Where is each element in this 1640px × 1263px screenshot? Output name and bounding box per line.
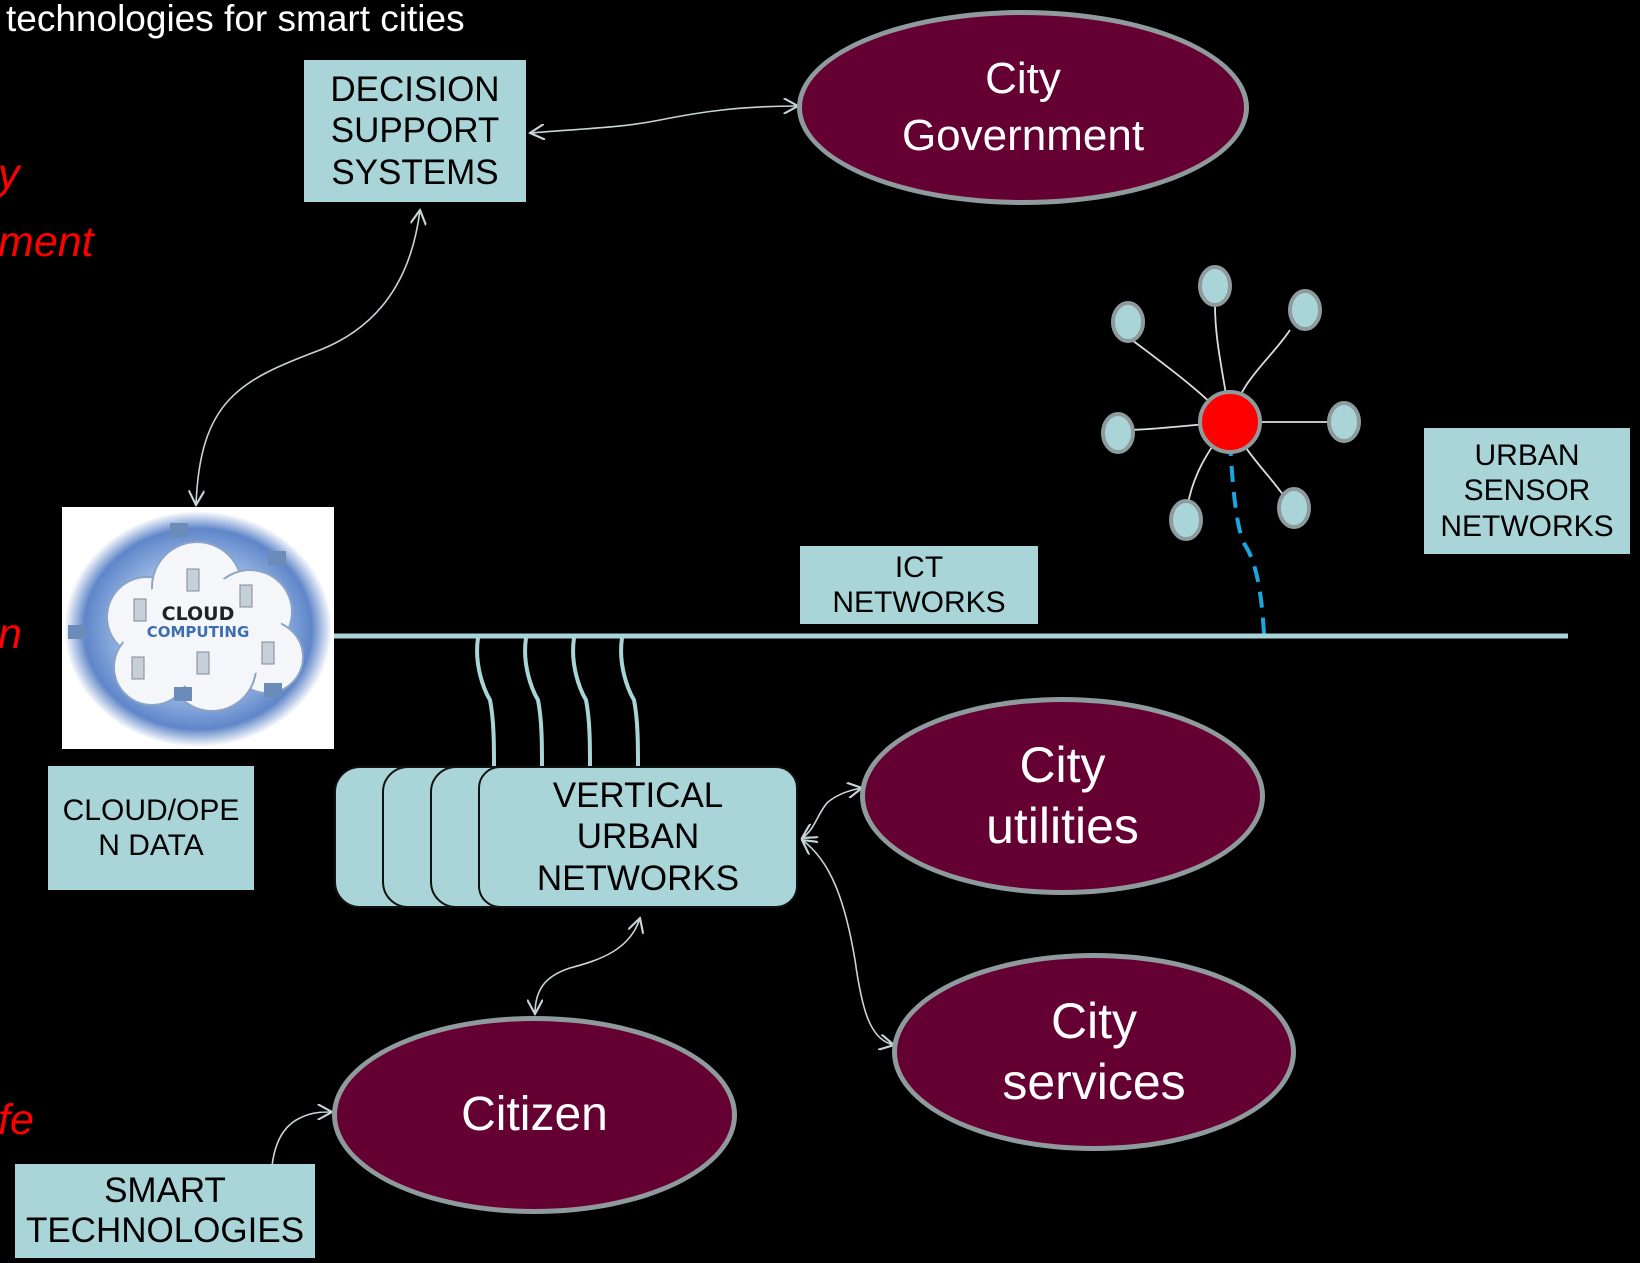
sensor-nodes — [1101, 265, 1361, 541]
left-fragment-3: n — [0, 610, 22, 658]
cloud-label-line-2: COMPUTING — [146, 623, 250, 641]
dss-box: DECISION SUPPORT SYSTEMS — [304, 60, 526, 202]
dss-line-1: DECISION — [330, 70, 500, 110]
sensor-box-line-2: SENSOR — [1463, 474, 1591, 508]
vertical-urban-networks-box: VERTICAL URBAN NETWORKS — [478, 766, 798, 908]
left-fragment-4: fe — [0, 1096, 34, 1144]
sensor-node — [1288, 289, 1322, 331]
cloud-label-line-1: CLOUD — [161, 603, 235, 625]
citizen-node: Citizen — [332, 1016, 737, 1214]
city-government-node: City Government — [797, 10, 1249, 205]
government-line-1: City — [985, 54, 1061, 104]
smart-line-2: TECHNOLOGIES — [25, 1211, 305, 1250]
sensor-node — [1101, 412, 1135, 454]
ict-line-2: NETWORKS — [832, 586, 1006, 619]
sensor-node — [1198, 265, 1232, 307]
connector-dss-government — [530, 106, 798, 133]
urban-sensor-networks-box: URBAN SENSOR NETWORKS — [1424, 428, 1630, 554]
connector-vertical-services — [802, 840, 894, 1045]
cloud-box-line-2: N DATA — [98, 829, 204, 862]
sensor-dashed-link — [1228, 439, 1266, 635]
drop-line-2 — [523, 637, 544, 769]
sensor-box-line-3: NETWORKS — [1440, 509, 1614, 543]
drop-line-4 — [619, 637, 640, 769]
connector-vertical-citizen — [535, 918, 640, 1014]
sensor-node — [1327, 401, 1361, 443]
sensor-node — [1277, 487, 1311, 529]
sensor-node — [1169, 499, 1203, 541]
dss-line-3: SYSTEMS — [331, 152, 499, 192]
smart-line-1: SMART — [104, 1170, 226, 1210]
vertical-line-3: NETWORKS — [536, 858, 740, 898]
page-title: technologies for smart cities — [6, 0, 465, 39]
services-line-2: services — [1002, 1054, 1186, 1110]
services-line-1: City — [1050, 993, 1138, 1049]
city-services-node: City services — [892, 953, 1296, 1151]
connector-dss-cloud — [196, 210, 420, 505]
drop-line-1 — [475, 637, 496, 769]
vertical-line-1: VERTICAL — [552, 776, 724, 816]
smart-technologies-box: SMART TECHNOLOGIES — [15, 1164, 315, 1258]
drop-line-3 — [571, 637, 592, 769]
ict-line-1: ICT — [894, 550, 944, 584]
cloud-computing-image: CLOUD COMPUTING — [62, 507, 334, 749]
ict-networks-box: ICT NETWORKS — [800, 546, 1038, 624]
left-fragment-1: y — [0, 150, 20, 198]
citizen-label: Citizen — [461, 1088, 608, 1142]
cloud-box-line-1: CLOUD/OPE — [62, 793, 240, 827]
cloud-open-data-box: CLOUD/OPE N DATA — [48, 766, 254, 890]
connector-smart-citizen — [271, 1112, 332, 1167]
utilities-line-1: City — [1019, 737, 1106, 793]
sensor-node — [1111, 301, 1145, 343]
connector-vertical-utilities — [802, 788, 862, 838]
sensor-hub — [1198, 390, 1262, 454]
left-fragment-2: ment — [0, 218, 94, 266]
government-line-2: Government — [901, 110, 1145, 160]
vertical-line-2: URBAN — [576, 817, 700, 857]
city-utilities-node: City utilities — [860, 697, 1265, 895]
sensor-box-line-1: URBAN — [1474, 438, 1580, 472]
utilities-line-2: utilities — [986, 798, 1139, 854]
dss-line-2: SUPPORT — [330, 111, 500, 151]
